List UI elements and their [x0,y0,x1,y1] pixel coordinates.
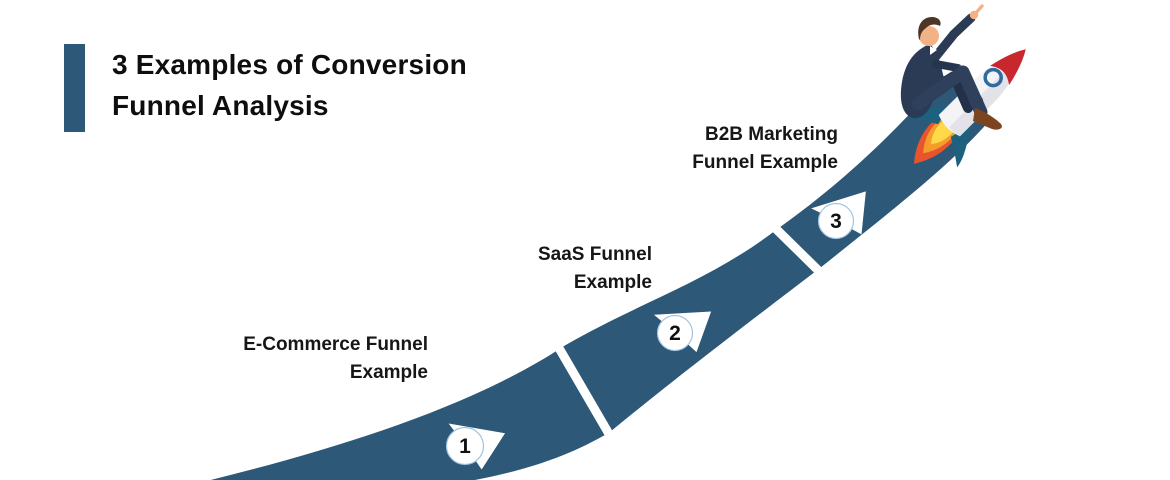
step-number: 1 [459,435,471,458]
businessman-front-leg [911,65,988,119]
businessman-shoe [973,108,1002,130]
rocket-fin [907,104,951,125]
businessman-figure [900,4,1002,130]
step-marker-2: 2 [653,311,712,353]
step-number: 3 [830,210,842,233]
step-marker-1: 1 [445,423,506,470]
step-label-line: SaaS Funnel [537,244,652,265]
page-title-line-2: Funnel Analysis [112,90,329,121]
step-label-line: Example [349,362,428,383]
step-label-line: Funnel Example [692,152,838,173]
step-label-b2b: B2B Marketing Funnel Example [692,121,838,177]
businessman-pointing-arm [928,13,976,65]
businessman-hair [918,17,941,40]
page-title-line-1: 3 Examples of Conversion [112,49,467,80]
step-label-line: E-Commerce Funnel [243,334,428,355]
businessman-head [919,26,939,46]
rocket-fin [950,124,971,168]
rocket-nose [990,49,1026,85]
step-label-line: B2B Marketing [704,124,838,145]
step-number-badge [817,202,855,240]
ramp-segment-divider-1 [548,333,620,449]
step-label-saas: SaaS Funnel Example [538,241,652,297]
step-label-line: Example [573,272,652,293]
step-number: 2 [669,322,681,345]
ramp-segment-divider-2 [767,220,830,282]
title-block: 3 Examples of Conversion Funnel Analysis [64,44,467,132]
businessman-collar [930,46,937,55]
step-label-ecommerce: E-Commerce Funnel Example [243,331,428,387]
rocket-window [983,67,1003,88]
page-title: 3 Examples of Conversion Funnel Analysis [112,44,467,132]
step-number-badge [445,426,485,466]
step-number-badge [656,314,694,352]
title-accent-bar [64,44,85,132]
businessman-pointing-finger [973,4,984,16]
businessman-forearm [932,60,962,72]
step-marker-3: 3 [811,191,866,240]
rocket-icon [907,49,1026,168]
